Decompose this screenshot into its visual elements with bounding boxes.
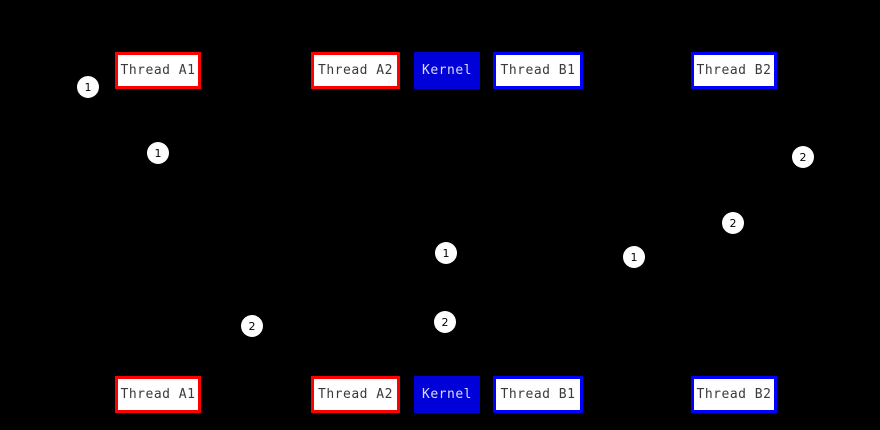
step-badge-1-0: 1 (77, 76, 99, 98)
participant-box-thread-a1-top[interactable]: Thread A1 (115, 52, 201, 89)
participant-label-thread-a1-bottom: Thread A1 (120, 387, 196, 402)
lifeline-stub-thread-a2-bottom (354, 372, 356, 376)
lifeline-stub-thread-b1-bottom (537, 372, 539, 376)
step-badge-1-4: 1 (435, 242, 457, 264)
step-badge-1-5: 1 (623, 246, 645, 268)
participant-label-thread-a1-top: Thread A1 (120, 63, 196, 78)
participant-label-kernel-top: Kernel (422, 63, 472, 78)
lifeline-thread-a2 (355, 89, 356, 376)
step-badge-2-6: 2 (241, 315, 263, 337)
lifeline-stub-thread-b2-bottom (733, 372, 735, 376)
participant-label-thread-b2-top: Thread B2 (696, 63, 772, 78)
participant-box-thread-a2-bottom[interactable]: Thread A2 (311, 376, 400, 413)
participant-box-thread-b1-bottom[interactable]: Thread B1 (493, 376, 583, 413)
lifeline-stub-kernel-bottom (446, 372, 448, 376)
participant-box-kernel-top[interactable]: Kernel (414, 52, 480, 89)
lifeline-stub-thread-b2-top (733, 89, 735, 93)
participant-label-thread-b2-bottom: Thread B2 (696, 387, 772, 402)
lifeline-thread-b1 (538, 89, 539, 376)
participant-box-thread-b2-top[interactable]: Thread B2 (691, 52, 777, 89)
participant-label-kernel-bottom: Kernel (422, 387, 472, 402)
lifeline-stub-kernel-top (446, 89, 448, 93)
participant-box-kernel-bottom[interactable]: Kernel (414, 376, 480, 413)
participant-box-thread-b2-bottom[interactable]: Thread B2 (691, 376, 777, 413)
participant-label-thread-b1-bottom: Thread B1 (500, 387, 576, 402)
participant-box-thread-a2-top[interactable]: Thread A2 (311, 52, 400, 89)
participant-label-thread-a2-bottom: Thread A2 (318, 387, 393, 402)
step-badge-2-7: 2 (434, 311, 456, 333)
lifeline-stub-thread-b1-top (537, 89, 539, 93)
step-badge-2-2: 2 (792, 146, 814, 168)
lifeline-stub-thread-a2-top (354, 89, 356, 93)
participant-box-thread-b1-top[interactable]: Thread B1 (493, 52, 583, 89)
step-badge-2-3: 2 (722, 212, 744, 234)
lifeline-stub-thread-a1-bottom (157, 372, 159, 376)
participant-label-thread-b1-top: Thread B1 (500, 63, 576, 78)
participant-box-thread-a1-bottom[interactable]: Thread A1 (115, 376, 201, 413)
lifeline-thread-a1 (158, 89, 159, 376)
lifeline-stub-thread-a1-top (157, 89, 159, 93)
participant-label-thread-a2-top: Thread A2 (318, 63, 393, 78)
lifeline-kernel (447, 89, 448, 376)
step-badge-1-1: 1 (147, 142, 169, 164)
